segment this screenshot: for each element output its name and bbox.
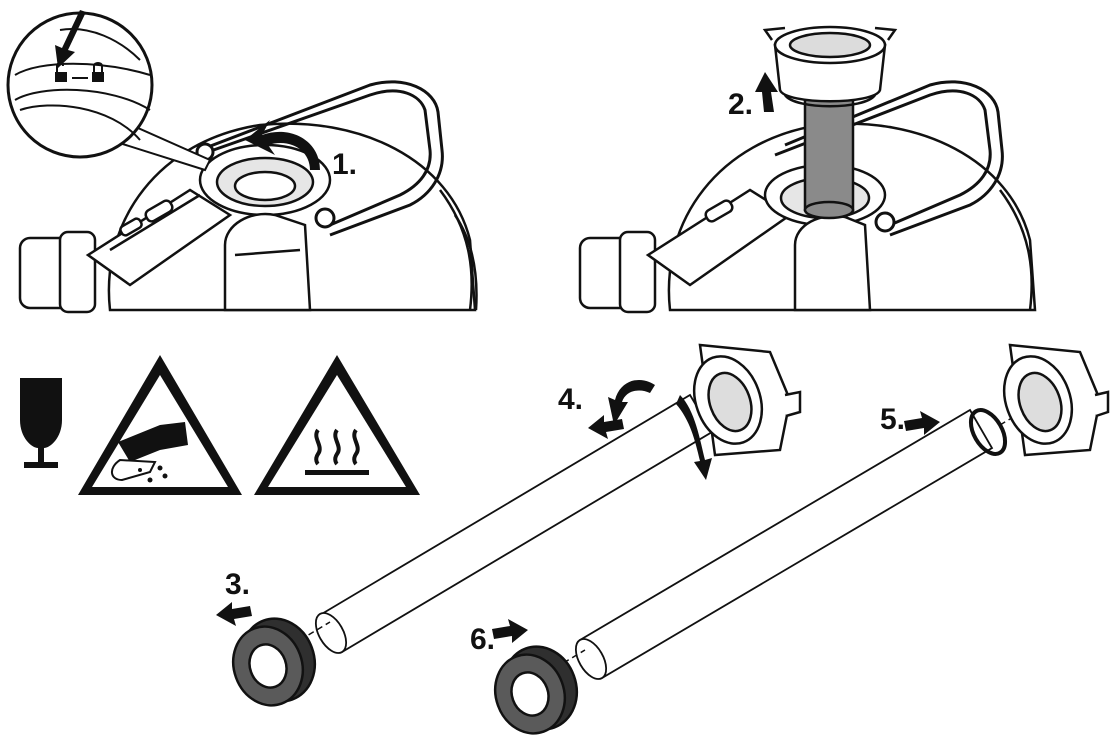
left-arrow-3 <box>216 602 252 626</box>
step-3-label: 3. <box>225 568 251 601</box>
step-1-label: 1. <box>332 148 358 181</box>
hot-surface-warning-icon <box>254 355 420 495</box>
filter-housing-flange <box>692 343 802 457</box>
right-arrow-5 <box>904 411 940 435</box>
step-6-label: 6. <box>470 623 496 656</box>
rotate-arrow-1 <box>245 120 320 170</box>
lid-handle <box>774 80 1004 237</box>
lift-up-arrow <box>755 72 778 112</box>
filter-tube-b <box>574 408 994 680</box>
locked-icon <box>92 72 104 82</box>
union-nut-right <box>493 645 579 735</box>
filter-disassembly <box>216 343 1110 735</box>
cut-hand-warning-icon <box>78 355 242 495</box>
unlocked-icon <box>55 72 67 82</box>
pump-side-fitting <box>18 188 233 314</box>
filter-cartridge <box>762 25 898 220</box>
step-4-label: 4. <box>558 383 584 416</box>
detail-callout <box>6 10 212 172</box>
pump-side-fitting <box>578 188 793 314</box>
warning-symbols <box>20 355 420 495</box>
lift-filter-panel <box>578 25 1037 314</box>
filter-housing-flange <box>1002 343 1110 457</box>
press-down-arrow <box>55 10 86 68</box>
step-2-label: 2. <box>728 88 754 121</box>
pump-outlet <box>223 212 312 312</box>
right-arrow-6 <box>492 619 528 643</box>
step-5-label: 5. <box>880 403 906 436</box>
rotate-arrow-4 <box>608 380 655 425</box>
unlock-lid-panel <box>6 10 478 314</box>
union-nut-left <box>231 617 317 707</box>
fragile-glass-icon <box>20 378 62 468</box>
pump-outlet <box>793 214 872 312</box>
left-arrow-4 <box>588 415 624 439</box>
rotate-arrow-4b <box>676 395 712 480</box>
